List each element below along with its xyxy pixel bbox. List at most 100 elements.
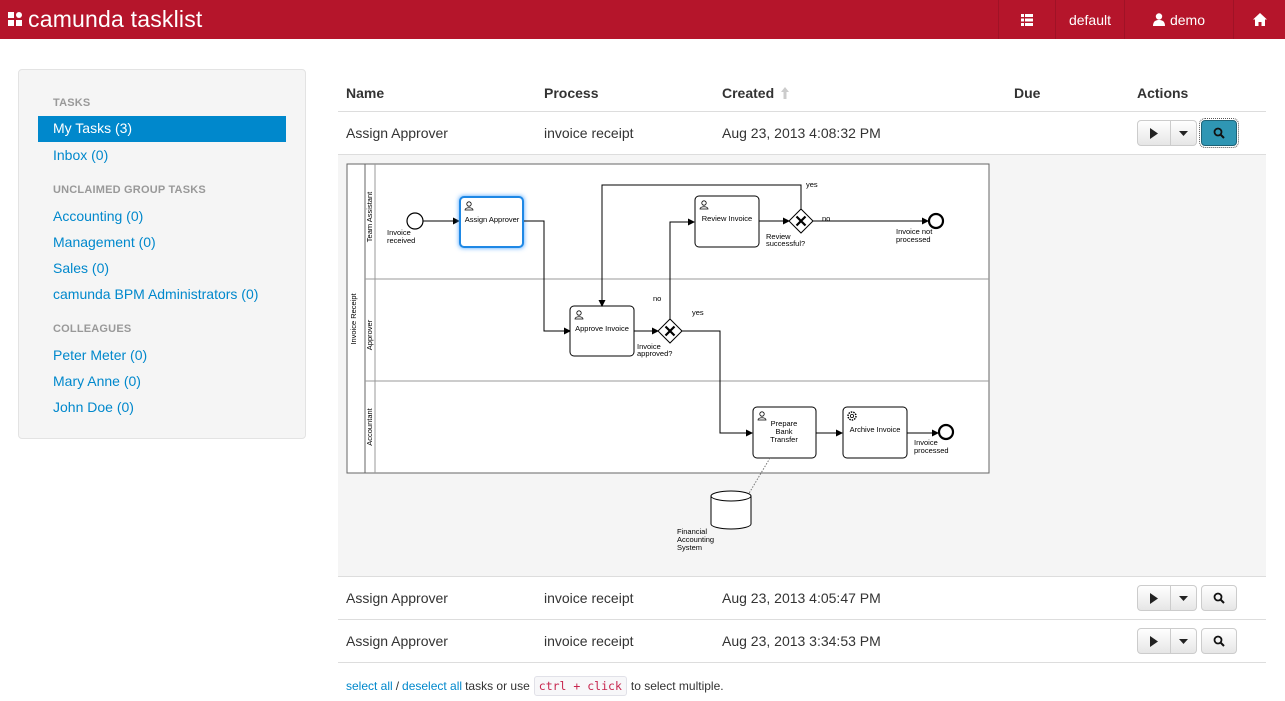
db-label-1: Financial (677, 527, 707, 536)
sidebar-item-peter-meter[interactable]: Peter Meter (0) (53, 347, 148, 363)
task-prepare-label-1: Prepare (771, 419, 798, 428)
select-all-link[interactable]: select all (346, 679, 393, 693)
view-diagram-button[interactable] (1201, 628, 1237, 654)
gateway-review-successful (788, 208, 814, 234)
sidebar-item-camunda-admins[interactable]: camunda BPM Administrators (0) (53, 286, 259, 302)
hint-end-text: to select multiple. (630, 679, 724, 693)
row-actions (1137, 628, 1237, 654)
sidebar-item-management[interactable]: Management (0) (53, 234, 156, 250)
sidebar-item-accounting[interactable]: Accounting (0) (53, 208, 144, 224)
engine-default-menu[interactable]: default (1055, 0, 1124, 39)
task-prepare-label-2: Bank (775, 427, 792, 436)
task-process: invoice receipt (544, 590, 634, 606)
column-header-due[interactable]: Due (1014, 85, 1041, 101)
received-label-2: received (387, 236, 415, 245)
caret-down-icon (1179, 595, 1188, 601)
task-created: Aug 23, 2013 4:05:47 PM (722, 590, 881, 606)
search-icon (1213, 635, 1225, 647)
list-view-button[interactable] (998, 0, 1055, 39)
task-prepare-label-3: Transfer (770, 435, 798, 444)
user-task-icon (464, 201, 474, 211)
task-created: Aug 23, 2013 4:08:32 PM (722, 125, 881, 141)
user-menu[interactable]: demo (1124, 0, 1233, 39)
row-actions (1137, 118, 1239, 148)
task-archive-label: Archive Invoice (850, 425, 901, 434)
task-dropdown-toggle[interactable] (1171, 585, 1197, 611)
view-diagram-button[interactable] (1201, 585, 1237, 611)
play-icon (1150, 127, 1158, 139)
data-store-financial-accounting (710, 490, 752, 530)
task-name: Assign Approver (346, 590, 448, 606)
gateway-invoice-approved (657, 318, 683, 344)
keyboard-shortcut: ctrl + click (533, 676, 627, 696)
process-diagram-panel: Invoice Receipt Team Assistant Approver … (338, 155, 1266, 576)
caret-down-icon (1179, 130, 1188, 136)
sidebar-item-sales[interactable]: Sales (0) (53, 260, 110, 276)
slash-separator: / (395, 679, 400, 693)
sidebar-item-mary-anne[interactable]: Mary Anne (0) (53, 373, 141, 389)
created-header-label: Created (722, 85, 775, 101)
yes-label-top: yes (806, 180, 818, 189)
selection-hint: select all / deselect all tasks or use c… (346, 676, 724, 696)
approved-label-1: Invoice (637, 342, 661, 351)
home-button[interactable] (1233, 0, 1285, 39)
start-task-button[interactable] (1137, 585, 1171, 611)
task-assign-approver (459, 196, 524, 248)
bpmn-diagram: Invoice Receipt Team Assistant Approver … (346, 163, 990, 552)
play-icon (1150, 635, 1158, 647)
task-process: invoice receipt (544, 125, 634, 141)
user-name: demo (1169, 11, 1206, 28)
row-divider (338, 154, 1266, 155)
home-icon (1252, 13, 1267, 26)
not-processed-label-2: processed (896, 235, 931, 244)
task-review-label: Review Invoice (702, 214, 752, 223)
row-actions (1137, 585, 1237, 611)
processed-label-1: Invoice (914, 438, 938, 447)
lane-accountant: Accountant (365, 407, 374, 445)
user-task-icon (574, 310, 584, 320)
task-dropdown-toggle[interactable] (1171, 120, 1197, 146)
row-divider (338, 576, 1266, 577)
column-header-name[interactable]: Name (346, 85, 385, 101)
camunda-logo-icon (8, 12, 22, 26)
review-ok-label-1: Review (766, 232, 791, 241)
colleagues-heading: COLLEAGUES (53, 323, 132, 335)
brand-title: camunda tasklist (28, 6, 203, 32)
brand[interactable]: camunda tasklist (8, 6, 203, 32)
deselect-all-link[interactable]: deselect all (402, 679, 463, 693)
view-diagram-button[interactable] (1199, 118, 1239, 148)
no-label-right: no (822, 214, 830, 223)
start-task-button[interactable] (1137, 120, 1171, 146)
sidebar-item-my-tasks[interactable]: My Tasks (3) (38, 116, 286, 142)
column-header-actions: Actions (1137, 85, 1189, 101)
approved-label-2: approved? (637, 349, 672, 358)
received-label-1: Invoice (387, 228, 411, 237)
task-process: invoice receipt (544, 633, 634, 649)
sidebar-item-inbox[interactable]: Inbox (0) (53, 147, 109, 163)
gear-icon (847, 411, 857, 421)
task-dropdown-toggle[interactable] (1171, 628, 1197, 654)
start-task-button[interactable] (1137, 628, 1171, 654)
lane-team-assistant: Team Assistant (365, 191, 374, 242)
search-icon (1213, 592, 1225, 604)
list-icon (1021, 13, 1033, 26)
header-divider (338, 111, 1266, 112)
column-header-process[interactable]: Process (544, 85, 599, 101)
task-assign-label: Assign Approver (465, 215, 520, 224)
task-created: Aug 23, 2013 3:34:53 PM (722, 633, 881, 649)
tasks-heading: TASKS (53, 97, 91, 109)
sidebar-item-john-doe[interactable]: John Doe (0) (53, 399, 134, 415)
yes-label-mid: yes (692, 308, 704, 317)
sidebar: TASKS My Tasks (3) Inbox (0) UNCLAIMED G… (18, 69, 306, 439)
end-event-processed (937, 423, 955, 441)
play-icon (1150, 592, 1158, 604)
no-label-left: no (653, 294, 661, 303)
column-header-created[interactable]: Created (722, 85, 790, 101)
user-task-icon (757, 411, 767, 421)
caret-down-icon (1179, 638, 1188, 644)
search-icon (1213, 127, 1225, 139)
review-ok-label-2: successful? (766, 239, 805, 248)
user-icon (1152, 13, 1165, 26)
lane-approver: Approver (365, 319, 374, 350)
task-name: Assign Approver (346, 125, 448, 141)
